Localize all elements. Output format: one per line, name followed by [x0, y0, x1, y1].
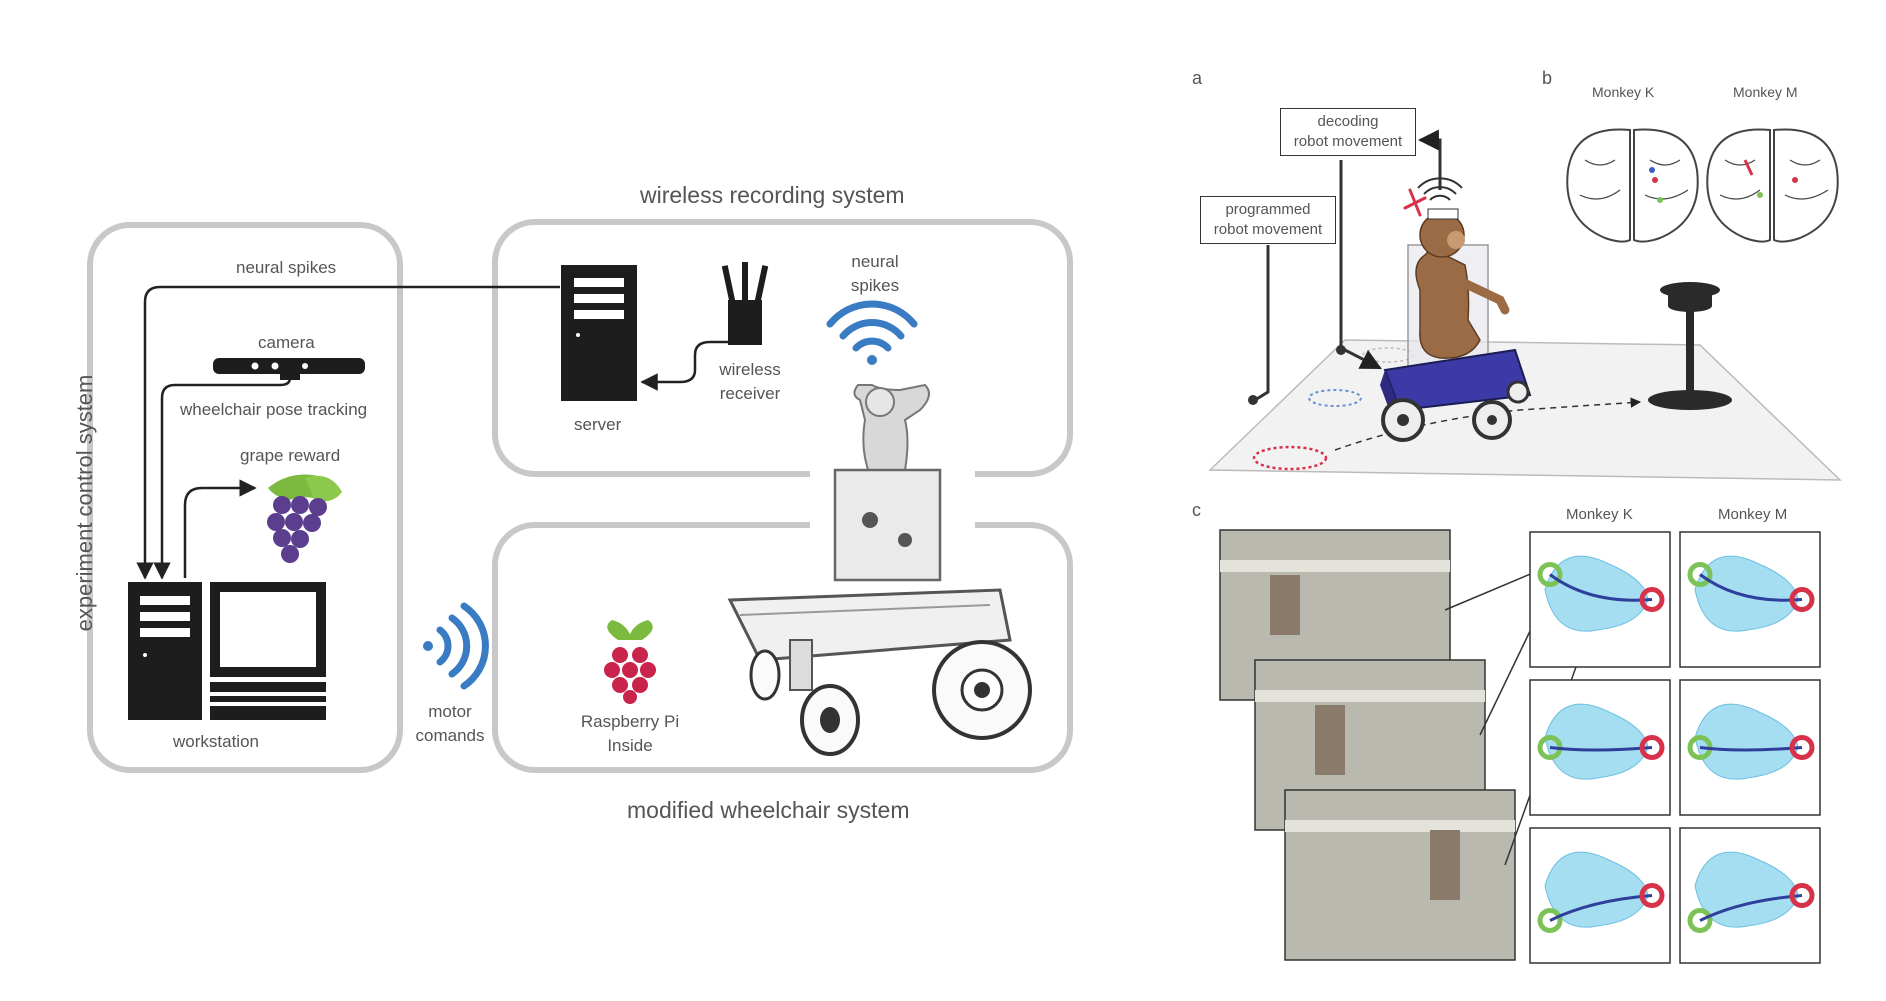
wireless-recording-frame [492, 219, 1073, 477]
wireless-receiver-label: wireless receiver [705, 358, 795, 406]
receiver-server-arrow [640, 340, 740, 391]
panel-b-label: b [1542, 68, 1553, 88]
decoding-box: decoding robot movement [1280, 108, 1416, 156]
receiver-icon [721, 262, 769, 345]
neural-spikes-arrow [136, 285, 560, 580]
neural-spikes-line-label: neural spikes [236, 258, 337, 277]
decoding-line1: decoding [1317, 113, 1379, 130]
start-ellipse-blue [1308, 389, 1362, 407]
monkey-k-label-c: Monkey K [1566, 506, 1633, 523]
pose-tracking-label: wheelchair pose tracking [180, 400, 368, 419]
monkey-k-label-b: Monkey K [1592, 84, 1655, 100]
neural-spikes-label: neural spikes [835, 250, 915, 298]
raspberry-line2: Inside [607, 736, 653, 755]
modified-wheelchair-title: modified wheelchair system [627, 797, 910, 823]
camera-icon [213, 358, 365, 380]
neural-spikes-line1: neural [851, 252, 899, 271]
monkey-m-label-c: Monkey M [1718, 506, 1788, 523]
raspberry-line1: Raspberry Pi [580, 712, 680, 731]
monkey-image [1415, 208, 1510, 359]
neural-spikes-line2: spikes [850, 276, 900, 295]
brain-icon-m [1706, 128, 1839, 243]
wifi-icon-neural [826, 300, 918, 365]
motor-commands-label: motor comands [405, 700, 495, 748]
wireless-recording-title: wireless recording system [640, 182, 905, 208]
workstation-icon [128, 582, 202, 720]
grape-reward-arrow [183, 479, 257, 578]
programmed-box: programmed robot movement [1200, 196, 1336, 244]
decoding-line2: robot movement [1293, 133, 1403, 150]
wheelchair-image [727, 383, 1032, 756]
motor-line1: motor [428, 702, 472, 721]
wireless-receiver-line2: receiver [719, 384, 781, 403]
wifi-icon-motor [423, 602, 489, 690]
trajectory-panel [1529, 531, 1671, 668]
floor-plane [1208, 339, 1842, 481]
head-signal-icon [1417, 177, 1463, 201]
trajectory-panel [1529, 827, 1671, 964]
monitor-icon [210, 582, 326, 720]
modified-wheelchair-frame [492, 522, 1073, 773]
motor-line2: comands [415, 726, 485, 745]
experiment-control-frame [87, 222, 403, 773]
server-label: server [574, 415, 622, 434]
programmed-line1: programmed [1225, 201, 1311, 218]
grape-icon [267, 474, 342, 563]
stimulation-icon [1403, 188, 1427, 217]
start-ellipse-red [1252, 445, 1328, 471]
wheelchair-blue [1380, 348, 1532, 442]
video-frames [1219, 529, 1516, 961]
brain-icon-k [1566, 128, 1699, 243]
trajectory-panel [1679, 531, 1821, 668]
camera-label: camera [258, 333, 315, 352]
stool-icon [1648, 282, 1732, 410]
raspberry-pi-label: Raspberry Pi Inside [570, 710, 690, 758]
raspberry-pi-icon [604, 620, 656, 704]
wireless-receiver-line1: wireless [719, 360, 781, 379]
monkey-m-label-b: Monkey M [1733, 84, 1798, 100]
grape-reward-label: grape reward [240, 446, 341, 465]
server-icon [561, 265, 637, 401]
pose-tracking-arrow [153, 377, 292, 580]
trajectory-panel [1529, 679, 1671, 816]
panel-a-label: a [1192, 68, 1203, 88]
trajectory-panel [1679, 827, 1821, 964]
programmed-line2: robot movement [1213, 221, 1323, 238]
trajectory-panel [1679, 679, 1821, 816]
experiment-control-label: experiment control system [72, 374, 97, 632]
workstation-label: workstation [173, 732, 259, 751]
panel-c-label: c [1192, 500, 1201, 520]
trajectory-grid [1529, 531, 1821, 964]
